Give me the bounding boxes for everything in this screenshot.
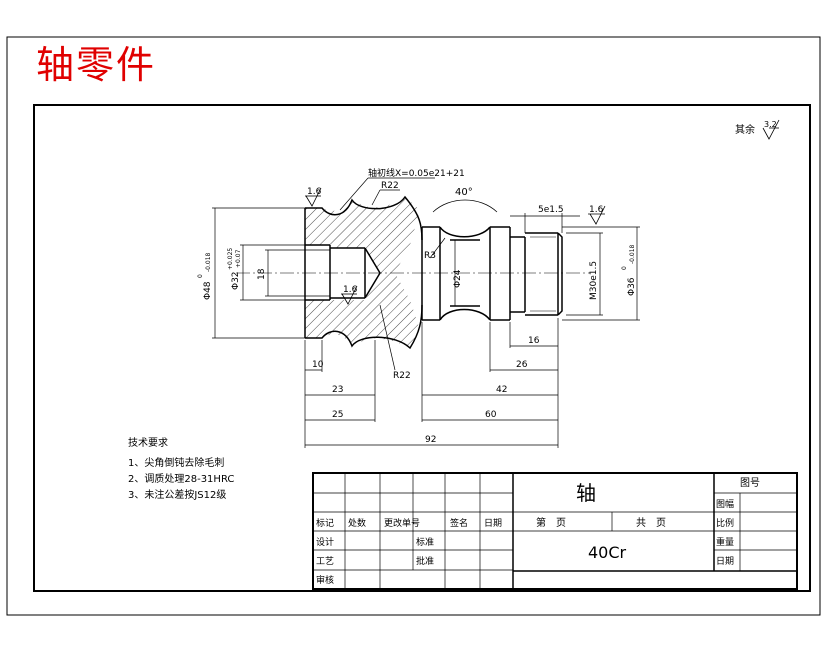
tb-label: 日期 xyxy=(484,518,502,529)
dim-d36-tol-upper: 0 xyxy=(621,266,628,270)
tb-label: 日期 xyxy=(716,556,734,567)
r22-bottom-label: R22 xyxy=(393,371,411,381)
tb-label: 标准 xyxy=(416,536,434,548)
dimension-lines xyxy=(212,177,640,448)
roughness-label-bore: 1.6 xyxy=(343,285,358,295)
part-name: 轴 xyxy=(576,481,596,505)
roughness-symbol-right xyxy=(588,205,606,225)
dim-l16: 16 xyxy=(528,336,540,346)
tb-label: 比例 xyxy=(716,517,734,529)
chamfer-label: 5e1.5 xyxy=(538,205,564,215)
dim-l42: 42 xyxy=(496,385,507,395)
dim-d32: Φ32 xyxy=(231,271,241,290)
sheet-label: 第 页 xyxy=(536,516,566,529)
tb-label: 签名 xyxy=(450,517,468,529)
inner-frame xyxy=(33,104,811,592)
dim-l23: 23 xyxy=(332,385,343,395)
dim-d36: Φ36 xyxy=(627,277,637,296)
tb-label: 批准 xyxy=(416,555,434,567)
material: 40Cr xyxy=(588,543,627,562)
dim-l92: 92 xyxy=(425,435,436,445)
total-sheets-label: 共 页 xyxy=(636,517,666,529)
title-block xyxy=(312,472,798,590)
svg-text:3.2: 3.2 xyxy=(764,120,777,129)
dim-d36-tol-lower: -0.018 xyxy=(629,244,636,264)
dim-l25: 25 xyxy=(332,410,343,420)
dim-d32-tol-upper: +0.025 xyxy=(227,248,234,270)
shaft-outline xyxy=(304,195,563,350)
dim-d48-tol-lower: -0.018 xyxy=(205,252,212,272)
r22-top-label: R22 xyxy=(381,181,399,191)
angle-label: 40° xyxy=(455,187,473,198)
dim-d18: 18 xyxy=(257,268,267,280)
dim-d48-tol-upper: 0 xyxy=(197,274,204,278)
r3-label: R3 xyxy=(424,251,436,261)
roughness-symbol-left xyxy=(305,187,322,207)
tb-label: 处数 xyxy=(348,517,366,529)
dim-l10: 10 xyxy=(312,360,324,370)
section-hatch xyxy=(305,197,420,273)
tech-requirements: 技术要求 1、尖角倒钝去除毛刺 2、调质处理28-31HRC 3、未注公差按JS… xyxy=(128,436,234,501)
tb-label: 设计 xyxy=(316,536,334,548)
drawing-no-label: 图号 xyxy=(740,477,760,489)
dim-l60: 60 xyxy=(485,410,497,420)
roughness-symbol-bore xyxy=(341,285,358,305)
dim-l26: 26 xyxy=(516,360,528,370)
tech-item: 3、未注公差按JS12级 xyxy=(128,488,226,501)
roughness-label-left: 1.6 xyxy=(307,187,322,197)
tech-heading: 技术要求 xyxy=(128,436,168,449)
tb-label: 审核 xyxy=(316,574,334,586)
tech-item: 1、尖角倒钝去除毛刺 xyxy=(128,456,224,469)
dim-d24: Φ24 xyxy=(453,269,463,288)
tb-label: 更改单号 xyxy=(384,517,420,529)
dim-d48: Φ48 xyxy=(203,281,213,300)
tb-label: 重量 xyxy=(716,536,734,548)
outer-border xyxy=(6,36,821,616)
section-hatch-lower xyxy=(305,273,420,348)
axial-note: 轴初线X=0.05e21+21 xyxy=(368,167,465,179)
svg-text:其余: 其余 xyxy=(735,123,755,136)
tb-label: 工艺 xyxy=(316,556,334,567)
tb-label: 标记 xyxy=(316,517,334,529)
page-title: 轴零件 xyxy=(36,43,157,87)
tech-item: 2、调质处理28-31HRC xyxy=(128,473,234,485)
thread-label: M30e1.5 xyxy=(589,261,599,300)
roughness-label-right: 1.6 xyxy=(589,205,604,215)
roughness-other-symbol: 其余 3.2 xyxy=(735,119,780,140)
dim-d32-tol-lower: +0.07 xyxy=(235,249,242,268)
tb-label: 图幅 xyxy=(716,498,734,510)
